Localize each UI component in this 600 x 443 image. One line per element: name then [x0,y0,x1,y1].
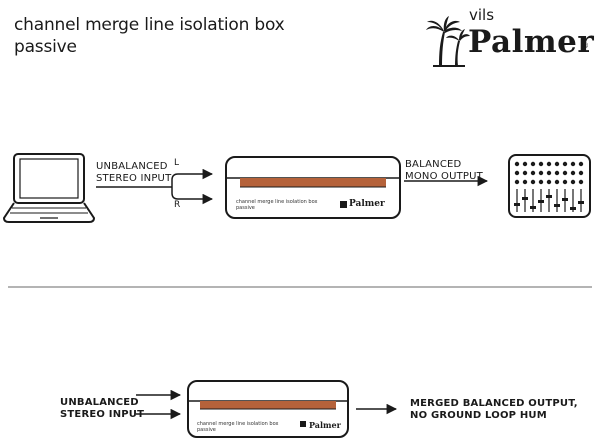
bottom-box-text: channel merge line isolation box passive [197,421,279,433]
brand-prefix: vils [469,6,495,24]
title-line-2: passive [14,37,77,57]
palmer-logo: vils Palmer ® [425,6,595,67]
top-box-logo: Palmer [349,199,385,209]
top-isolation-box [225,156,401,219]
top-box-text: channel merge line isolation box passive [236,199,318,211]
bottom-input-label: UNBALANCED STEREO INPUT [60,397,145,420]
title-line-1: channel merge line isolation box [14,15,285,35]
top-output-label: BALANCED MONO OUTPUT [405,159,483,182]
brand-name: Palmer [468,24,595,60]
bottom-input-arrows [136,389,182,420]
bottom-box-logo: Palmer [309,420,341,430]
top-input-connector [96,168,214,205]
bottom-output-label: MERGED BALANCED OUTPUT, NO GROUND LOOP H… [410,398,578,421]
palm-tree-icon [426,16,470,67]
mixer-icon [508,154,591,218]
page-title: channel merge line isolation box passive [14,14,285,58]
bottom-isolation-box [187,380,349,438]
channel-r-label: R [174,200,181,210]
channel-l-label: L [174,158,180,168]
laptop-icon [2,153,96,223]
brand-registered-mark: ® [582,42,589,50]
top-input-label: UNBALANCED STEREO INPUT [96,161,172,184]
